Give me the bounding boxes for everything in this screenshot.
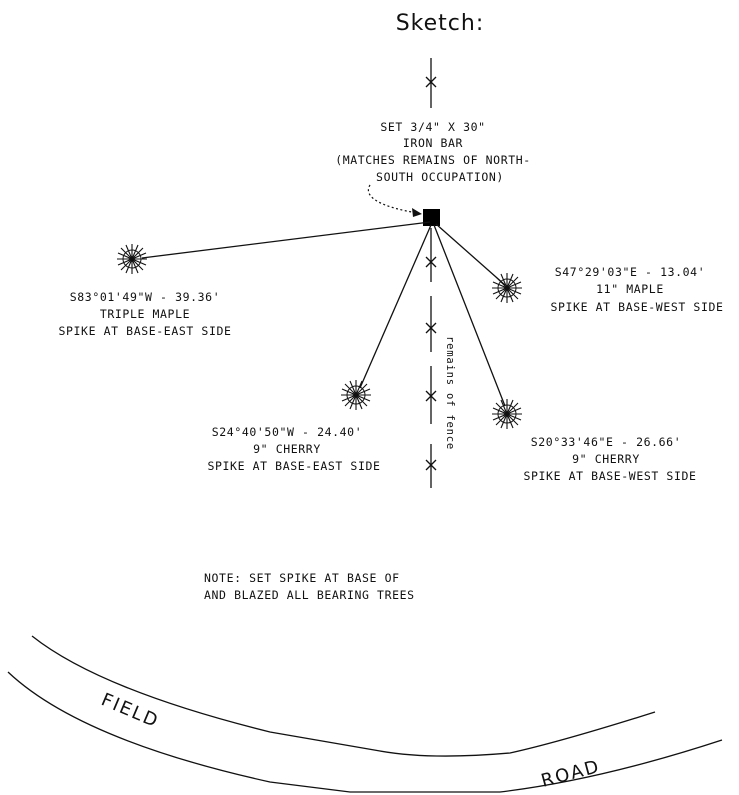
- label-triple-maple: S83°01'49"W - 39.36' TRIPLE MAPLE SPIKE …: [58, 290, 231, 338]
- monument-label-line-3: (MATCHES REMAINS OF NORTH-: [335, 153, 531, 167]
- tie-line-cherry-se: [433, 224, 506, 407]
- label-triple-maple-bearing: S83°01'49"W - 39.36': [70, 290, 220, 304]
- monument-label-line-4: SOUTH OCCUPATION): [376, 170, 504, 184]
- tie-line-maple-11: [435, 223, 506, 286]
- label-triple-maple-species: TRIPLE MAPLE: [100, 307, 190, 321]
- monument-label: SET 3/4" X 30" IRON BAR (MATCHES REMAINS…: [335, 120, 531, 184]
- iron-bar-monument: [423, 209, 440, 226]
- sketch-title: Sketch:: [396, 11, 485, 36]
- label-cherry-se-species: 9" CHERRY: [572, 452, 640, 466]
- north-occupation-line: [425, 58, 437, 108]
- leader-arrow: [367, 184, 422, 217]
- label-maple-11-species: 11" MAPLE: [596, 282, 664, 296]
- tie-line-cherry-sw: [359, 224, 432, 389]
- tree-icon-maple-11: [492, 273, 522, 303]
- label-maple-11: S47°29'03"E - 13.04' 11" MAPLE SPIKE AT …: [550, 265, 723, 314]
- tree-icon-triple-maple: [117, 244, 147, 274]
- tree-icon-cherry-sw: [341, 380, 371, 410]
- monument-label-line-1: SET 3/4" X 30": [380, 120, 485, 134]
- tree-icon-cherry-se: [492, 399, 522, 429]
- label-cherry-sw: S24°40'50"W - 24.40' 9" CHERRY SPIKE AT …: [207, 425, 380, 473]
- label-maple-11-bearing: S47°29'03"E - 13.04': [555, 265, 705, 279]
- note-line-2: AND BLAZED ALL BEARING TREES: [204, 588, 415, 602]
- fence-line: [425, 228, 437, 488]
- note: NOTE: SET SPIKE AT BASE OF AND BLAZED AL…: [204, 571, 415, 602]
- monument-label-line-2: IRON BAR: [403, 136, 463, 150]
- note-line-1: NOTE: SET SPIKE AT BASE OF: [204, 571, 400, 585]
- label-cherry-sw-bearing: S24°40'50"W - 24.40': [212, 425, 362, 439]
- fence-label: remains of fence: [444, 336, 456, 450]
- label-cherry-se-spike: SPIKE AT BASE-WEST SIDE: [523, 469, 696, 483]
- road-label-road: ROAD: [539, 756, 603, 792]
- label-cherry-se: S20°33'46"E - 26.66' 9" CHERRY SPIKE AT …: [523, 435, 696, 483]
- label-cherry-sw-species: 9" CHERRY: [253, 442, 321, 456]
- field-road: [7, 635, 723, 793]
- label-triple-maple-spike: SPIKE AT BASE-EAST SIDE: [58, 324, 231, 338]
- road-label-field: FIELD: [98, 689, 162, 732]
- label-cherry-sw-spike: SPIKE AT BASE-EAST SIDE: [207, 459, 380, 473]
- tie-line-triple-maple: [141, 221, 431, 259]
- label-cherry-se-bearing: S20°33'46"E - 26.66': [531, 435, 681, 449]
- label-maple-11-spike: SPIKE AT BASE-WEST SIDE: [550, 300, 723, 314]
